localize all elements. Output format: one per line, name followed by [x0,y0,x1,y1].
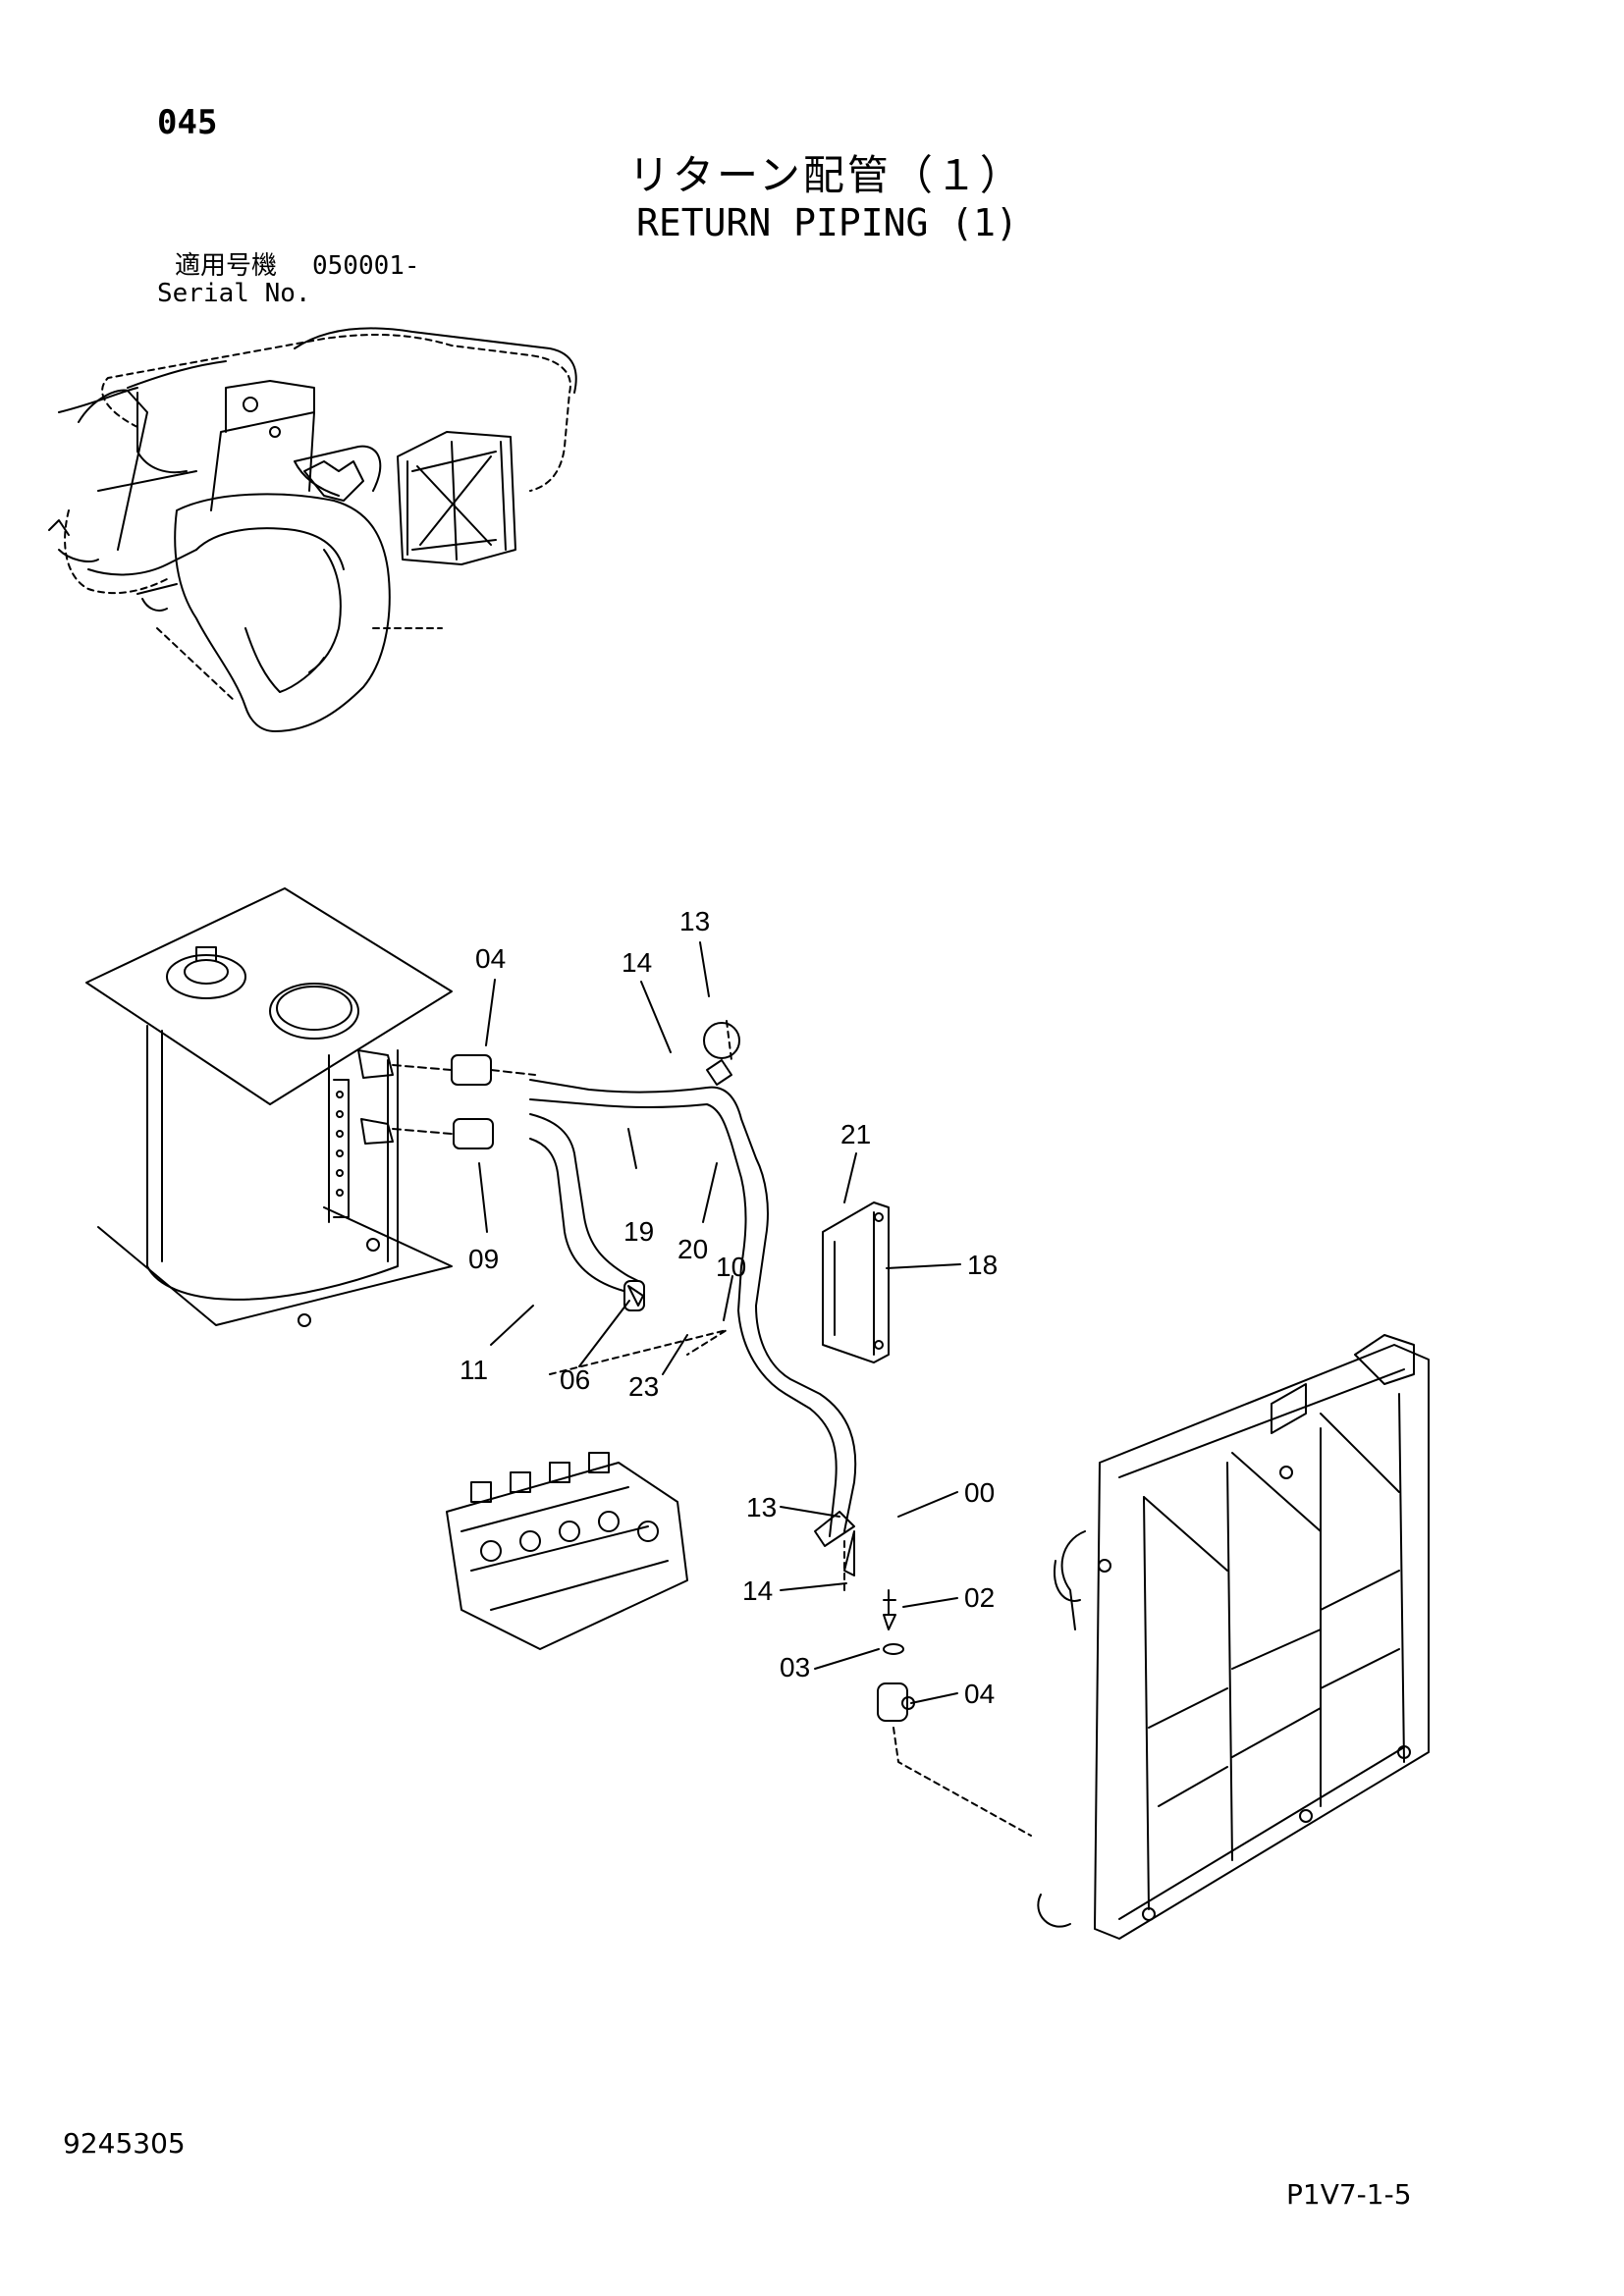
serial-label-english: Serial No. [157,279,311,308]
title-japanese: リターン配管（１） [628,151,1024,199]
callout-13-top: 13 [679,906,710,936]
title-english: RETURN PIPING (1) [636,201,1018,244]
bracket-illustration [822,1201,890,1363]
callout-14-top: 14 [622,947,652,978]
callout-10: 10 [716,1252,746,1282]
callout-numbers: 13 04 14 21 19 20 09 10 18 11 06 23 13 0… [460,906,998,1709]
return-pipe-illustration [392,1020,857,1537]
callout-21: 21 [840,1119,871,1149]
callout-23: 23 [628,1371,659,1402]
callout-04-top: 04 [475,943,506,974]
machine-overview-illustration [48,327,577,732]
radiator-frame-illustration [1037,1334,1430,1940]
page-code: P1V7-1-5 [1286,2178,1412,2211]
callout-20: 20 [677,1234,708,1264]
callout-02: 02 [964,1582,995,1613]
callout-03: 03 [780,1652,810,1682]
callout-leaders [478,941,961,1704]
callout-06: 06 [560,1364,590,1395]
hydraulic-tank-illustration [85,887,453,1327]
callout-04-bottom: 04 [964,1679,995,1709]
serial-value: 050001- [312,251,420,281]
callout-13-bottom: 13 [746,1492,777,1522]
control-valve-illustration [446,1329,728,1650]
page-number: 045 [157,103,218,142]
callout-00: 00 [964,1477,995,1508]
callout-14-bottom: 14 [742,1575,773,1606]
callout-11: 11 [460,1355,488,1385]
callout-18: 18 [967,1250,998,1280]
document-number: 9245305 [63,2127,186,2160]
callout-19: 19 [623,1216,654,1247]
lower-fittings-illustration [814,1511,1032,1837]
callout-09: 09 [468,1244,499,1274]
serial-label-japanese: 適用号機 [175,251,278,281]
